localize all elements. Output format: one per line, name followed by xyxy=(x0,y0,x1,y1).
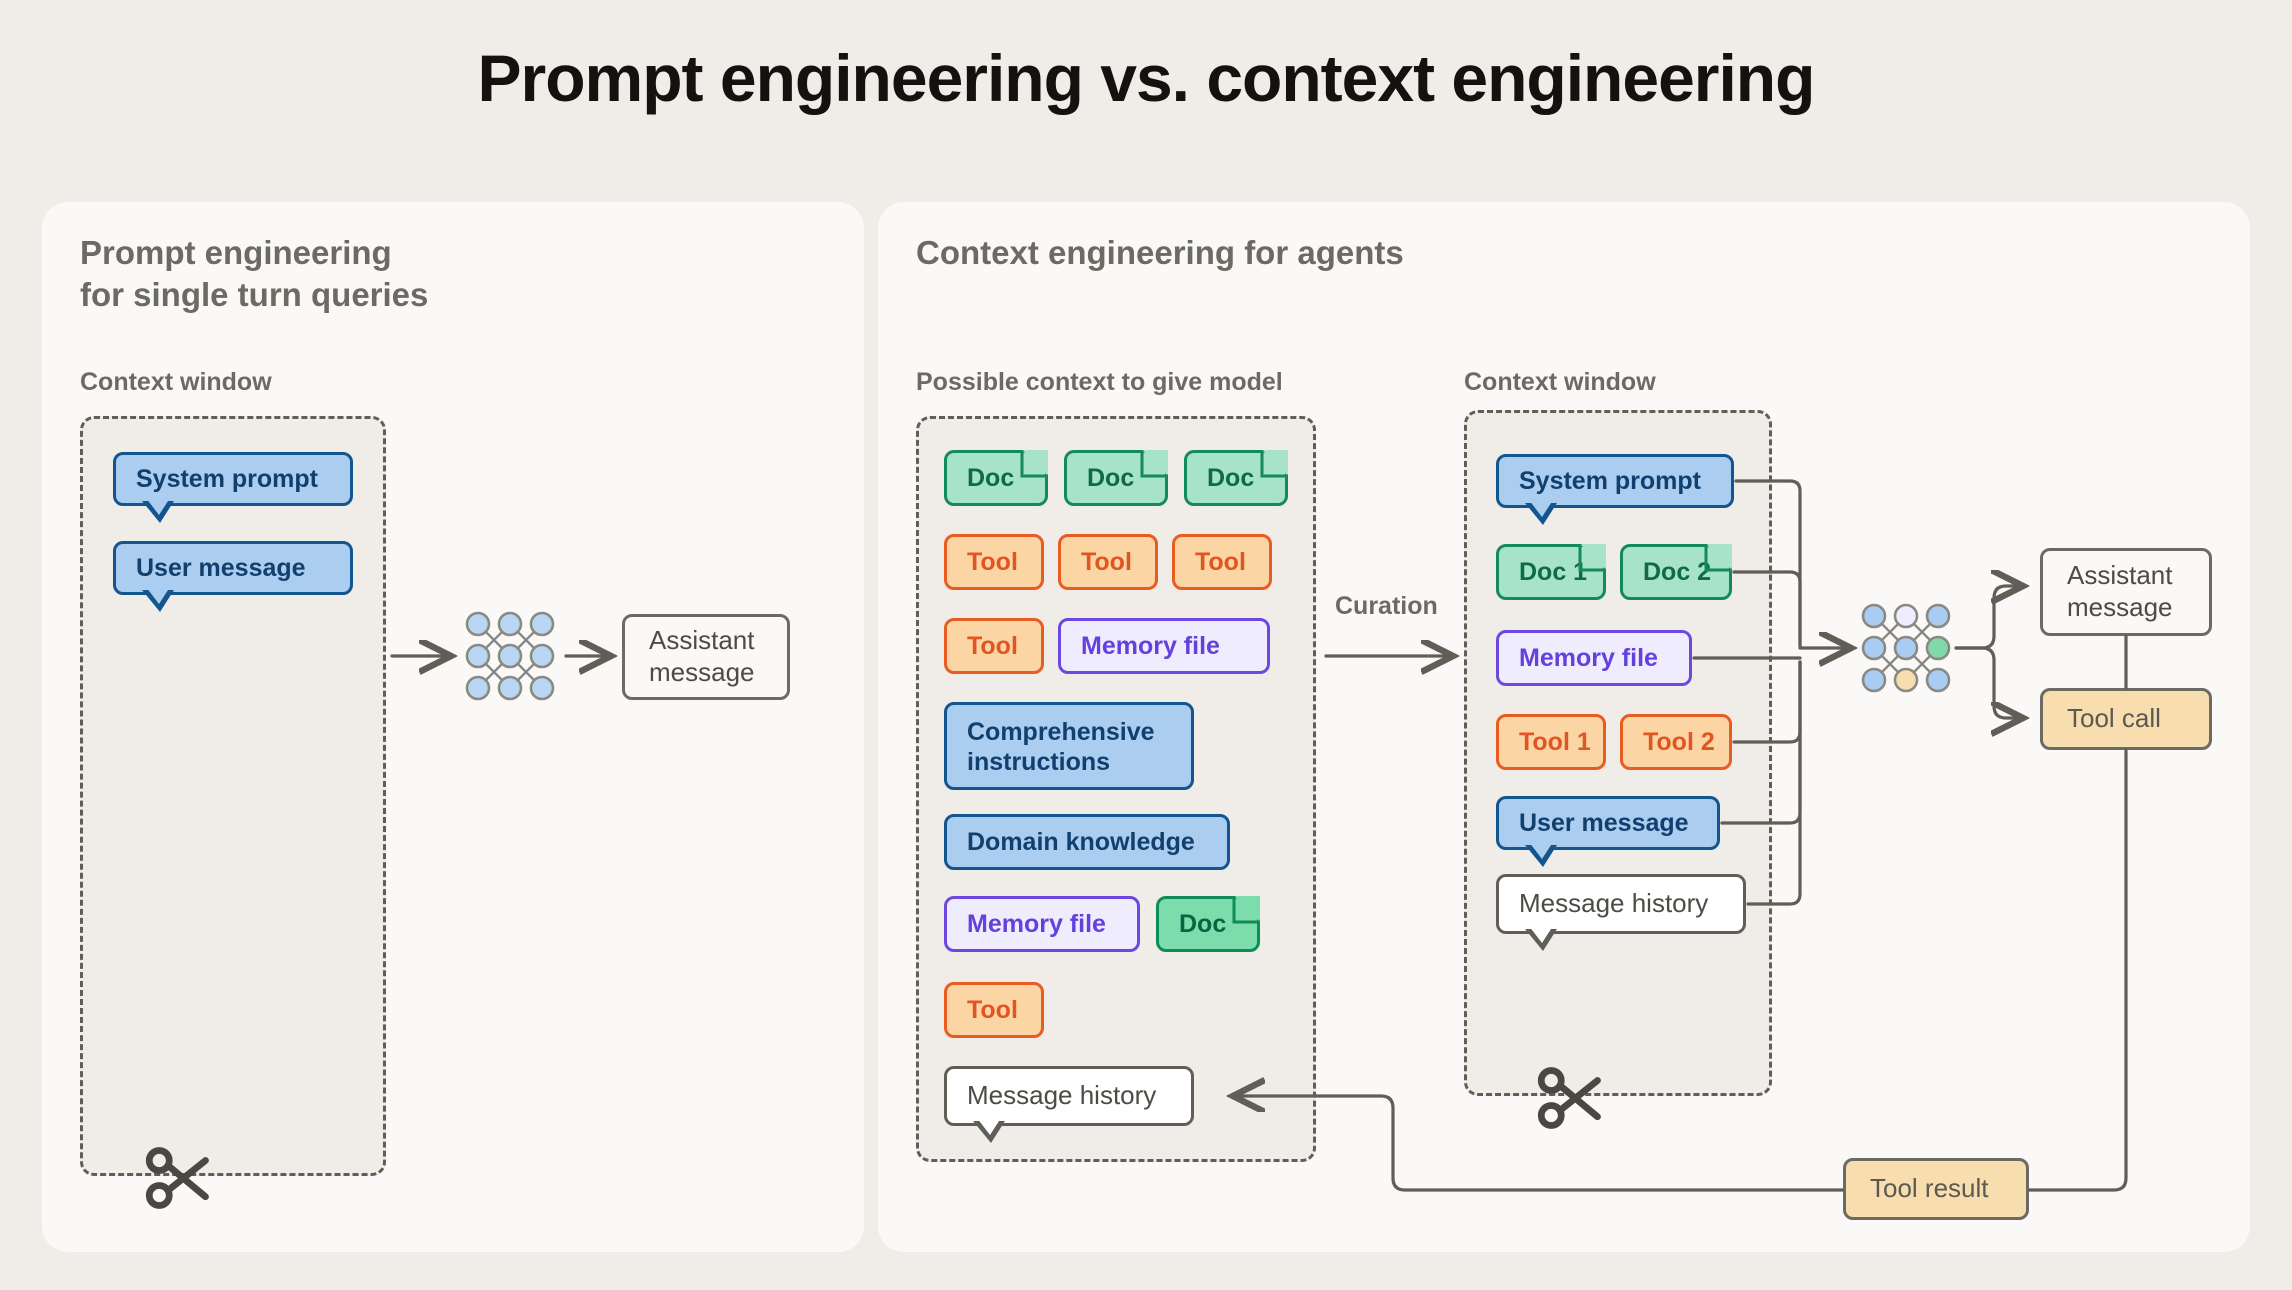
chip-domain-knowledge[interactable]: Domain knowledge xyxy=(944,814,1230,870)
ctx-chip-tool-2[interactable]: Tool 2 xyxy=(1620,714,1732,770)
ctx-chip-doc-1[interactable]: Doc 1 xyxy=(1496,544,1606,600)
chip-label: User message xyxy=(1519,808,1689,837)
chip-comprehensive-instructions[interactable]: Comprehensive instructions xyxy=(944,702,1194,790)
chip-label: Tool xyxy=(967,631,1018,660)
bubble-tail-icon xyxy=(1525,926,1559,951)
chip-label: Tool xyxy=(967,995,1018,1024)
chip-label: Doc xyxy=(1087,463,1135,492)
folded-corner-icon xyxy=(1702,544,1732,574)
chip-tool-5[interactable]: Tool xyxy=(944,982,1044,1038)
folded-corner-icon xyxy=(1230,896,1260,926)
assistant-message-box[interactable]: Assistant message xyxy=(622,614,790,700)
tool-result-box[interactable]: Tool result xyxy=(1843,1158,2029,1220)
chip-label: Tool xyxy=(1195,547,1246,576)
left-card-title: Prompt engineering for single turn queri… xyxy=(80,234,429,314)
curation-label: Curation xyxy=(1335,592,1438,620)
box-label: Tool result xyxy=(1870,1173,1989,1204)
chip-label: Memory file xyxy=(1519,643,1658,672)
ctx-chip-doc-2[interactable]: Doc 2 xyxy=(1620,544,1732,600)
bubble-tail-icon xyxy=(142,498,176,523)
chip-label: Tool 1 xyxy=(1519,727,1591,756)
possible-context-label: Possible context to give model xyxy=(916,368,1283,396)
chip-system-prompt[interactable]: System prompt xyxy=(113,452,353,523)
chip-label: Memory file xyxy=(967,909,1106,938)
bubble-tail-icon xyxy=(973,1118,1007,1143)
chip-doc-1[interactable]: Doc xyxy=(944,450,1048,506)
chip-memory-file-1[interactable]: Memory file xyxy=(1058,618,1270,674)
box-label: Assistant message xyxy=(2067,560,2173,622)
tool-call-box[interactable]: Tool call xyxy=(2040,688,2212,750)
left-context-window xyxy=(80,416,386,1176)
chip-label: Comprehensive instructions xyxy=(967,717,1155,777)
folded-corner-icon xyxy=(1258,450,1288,480)
ctx-chip-user-message[interactable]: User message xyxy=(1496,796,1720,867)
folded-corner-icon xyxy=(1018,450,1048,480)
chip-label: Tool xyxy=(1081,547,1132,576)
chip-label: Domain knowledge xyxy=(967,827,1195,856)
chip-label: Message history xyxy=(1519,888,1709,919)
chip-label: System prompt xyxy=(1519,466,1701,495)
chip-tool-1[interactable]: Tool xyxy=(944,534,1044,590)
bubble-tail-icon xyxy=(142,587,176,612)
neural-network-icon xyxy=(1858,600,1954,696)
chip-label: Tool 2 xyxy=(1643,727,1715,756)
chip-memory-file-2[interactable]: Memory file xyxy=(944,896,1140,952)
chip-doc-3[interactable]: Doc xyxy=(1184,450,1288,506)
chip-doc-4[interactable]: Doc xyxy=(1156,896,1260,952)
chip-label: System prompt xyxy=(136,464,318,493)
bubble-tail-icon xyxy=(1525,500,1559,525)
right-card-title: Context engineering for agents xyxy=(916,234,1404,271)
box-label: Tool call xyxy=(2067,703,2161,734)
chip-label: Doc xyxy=(967,463,1015,492)
box-label: Assistant message xyxy=(649,625,755,687)
bubble-tail-icon xyxy=(1525,842,1559,867)
neural-network-icon xyxy=(462,608,558,704)
ctx-chip-message-history[interactable]: Message history xyxy=(1496,874,1746,951)
chip-user-message[interactable]: User message xyxy=(113,541,353,612)
chip-message-history-pool[interactable]: Message history xyxy=(944,1066,1194,1143)
right-context-window-label: Context window xyxy=(1464,368,1656,396)
assistant-message-box[interactable]: Assistant message xyxy=(2040,548,2212,636)
chip-label: Tool xyxy=(967,547,1018,576)
chip-tool-3[interactable]: Tool xyxy=(1172,534,1272,590)
chip-tool-4[interactable]: Tool xyxy=(944,618,1044,674)
chip-label: Doc xyxy=(1179,909,1227,938)
page-title: Prompt engineering vs. context engineeri… xyxy=(477,41,1816,115)
chip-tool-2[interactable]: Tool xyxy=(1058,534,1158,590)
chip-label: User message xyxy=(136,553,306,582)
chip-label: Message history xyxy=(967,1080,1157,1111)
left-context-window-label: Context window xyxy=(80,368,272,396)
chip-label: Doc 2 xyxy=(1643,557,1712,586)
ctx-chip-system-prompt[interactable]: System prompt xyxy=(1496,454,1734,525)
folded-corner-icon xyxy=(1138,450,1168,480)
chip-label: Doc 1 xyxy=(1519,557,1588,586)
folded-corner-icon xyxy=(1576,544,1606,574)
chip-label: Memory file xyxy=(1081,631,1220,660)
ctx-chip-tool-1[interactable]: Tool 1 xyxy=(1496,714,1606,770)
ctx-chip-memory-file[interactable]: Memory file xyxy=(1496,630,1692,686)
chip-label: Doc xyxy=(1207,463,1255,492)
chip-doc-2[interactable]: Doc xyxy=(1064,450,1168,506)
